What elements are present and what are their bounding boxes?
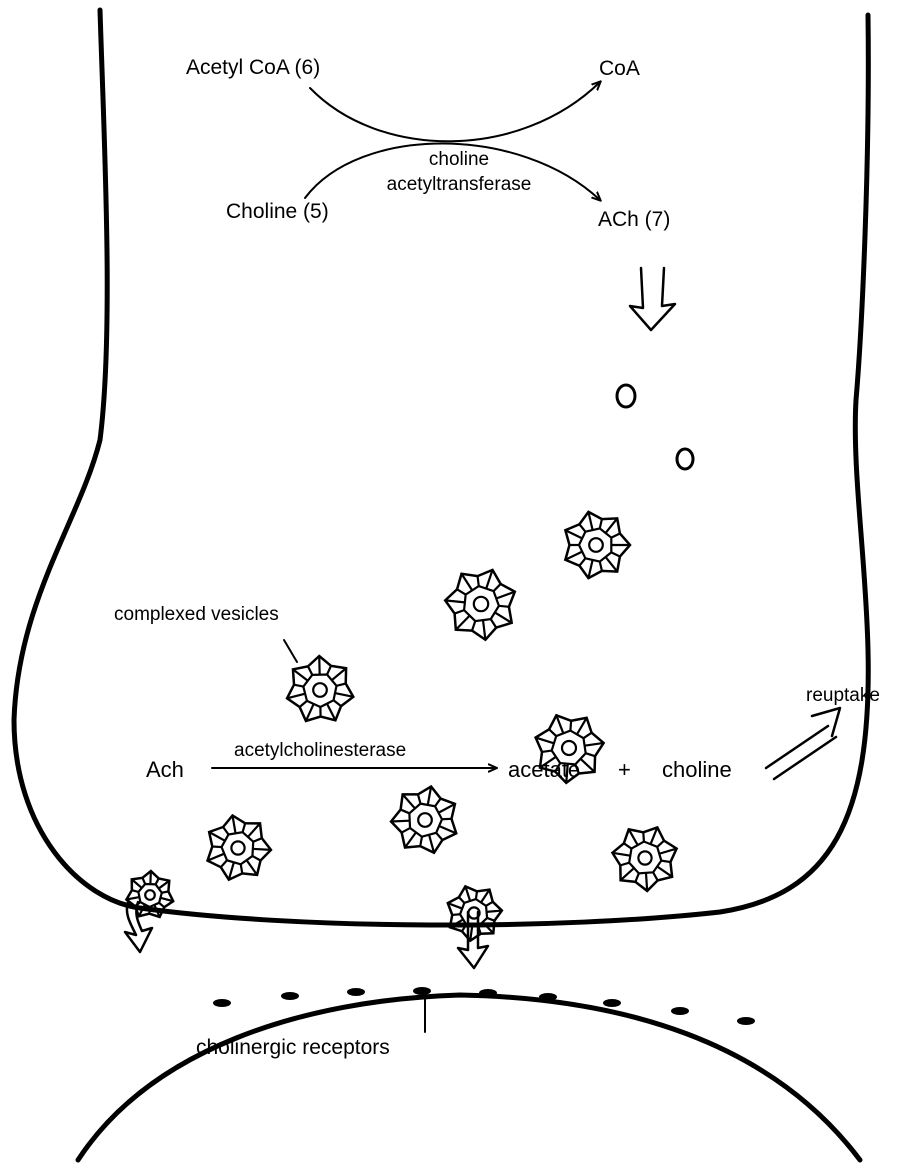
transport-down-arrow [630,268,675,330]
acetate-label: acetate [508,759,580,781]
complexed-vesicle [565,512,630,578]
ach-substrate-label: Ach [146,759,184,781]
complexed-vesicle [287,656,353,721]
ach-label: ACh (7) [598,209,670,230]
choline-product-label: choline [662,759,732,781]
empty-vesicle [677,449,693,469]
acetylcoa-to-coa-arrow [310,82,600,141]
acetyl-coa-label: Acetyl CoA (6) [186,57,320,78]
presynaptic-membrane [14,10,868,925]
cholinergic-receptors-label: cholinergic receptors [196,1037,390,1058]
choline-label: Choline (5) [226,201,329,222]
complexed-vesicle [391,787,456,853]
vesicles-label-pointer [284,640,297,662]
complexed-vesicle [207,815,270,879]
reuptake-label: reuptake [806,686,880,705]
complexed-vesicle [612,827,676,891]
complexed-vesicle [445,570,515,640]
complexed-vesicles [126,512,676,941]
complexed-vesicles-label: complexed vesicles [114,605,279,624]
acetylcholinesterase-label: acetylcholinesterase [234,741,406,760]
enzyme-label-line1: choline [364,150,554,169]
coa-label: CoA [599,58,640,79]
reuptake-arrow [766,708,840,779]
complexed-vesicle [448,886,502,940]
plus-sign: + [618,759,631,781]
empty-vesicle [617,385,635,407]
enzyme-label-line2: acetyltransferase [364,175,554,194]
